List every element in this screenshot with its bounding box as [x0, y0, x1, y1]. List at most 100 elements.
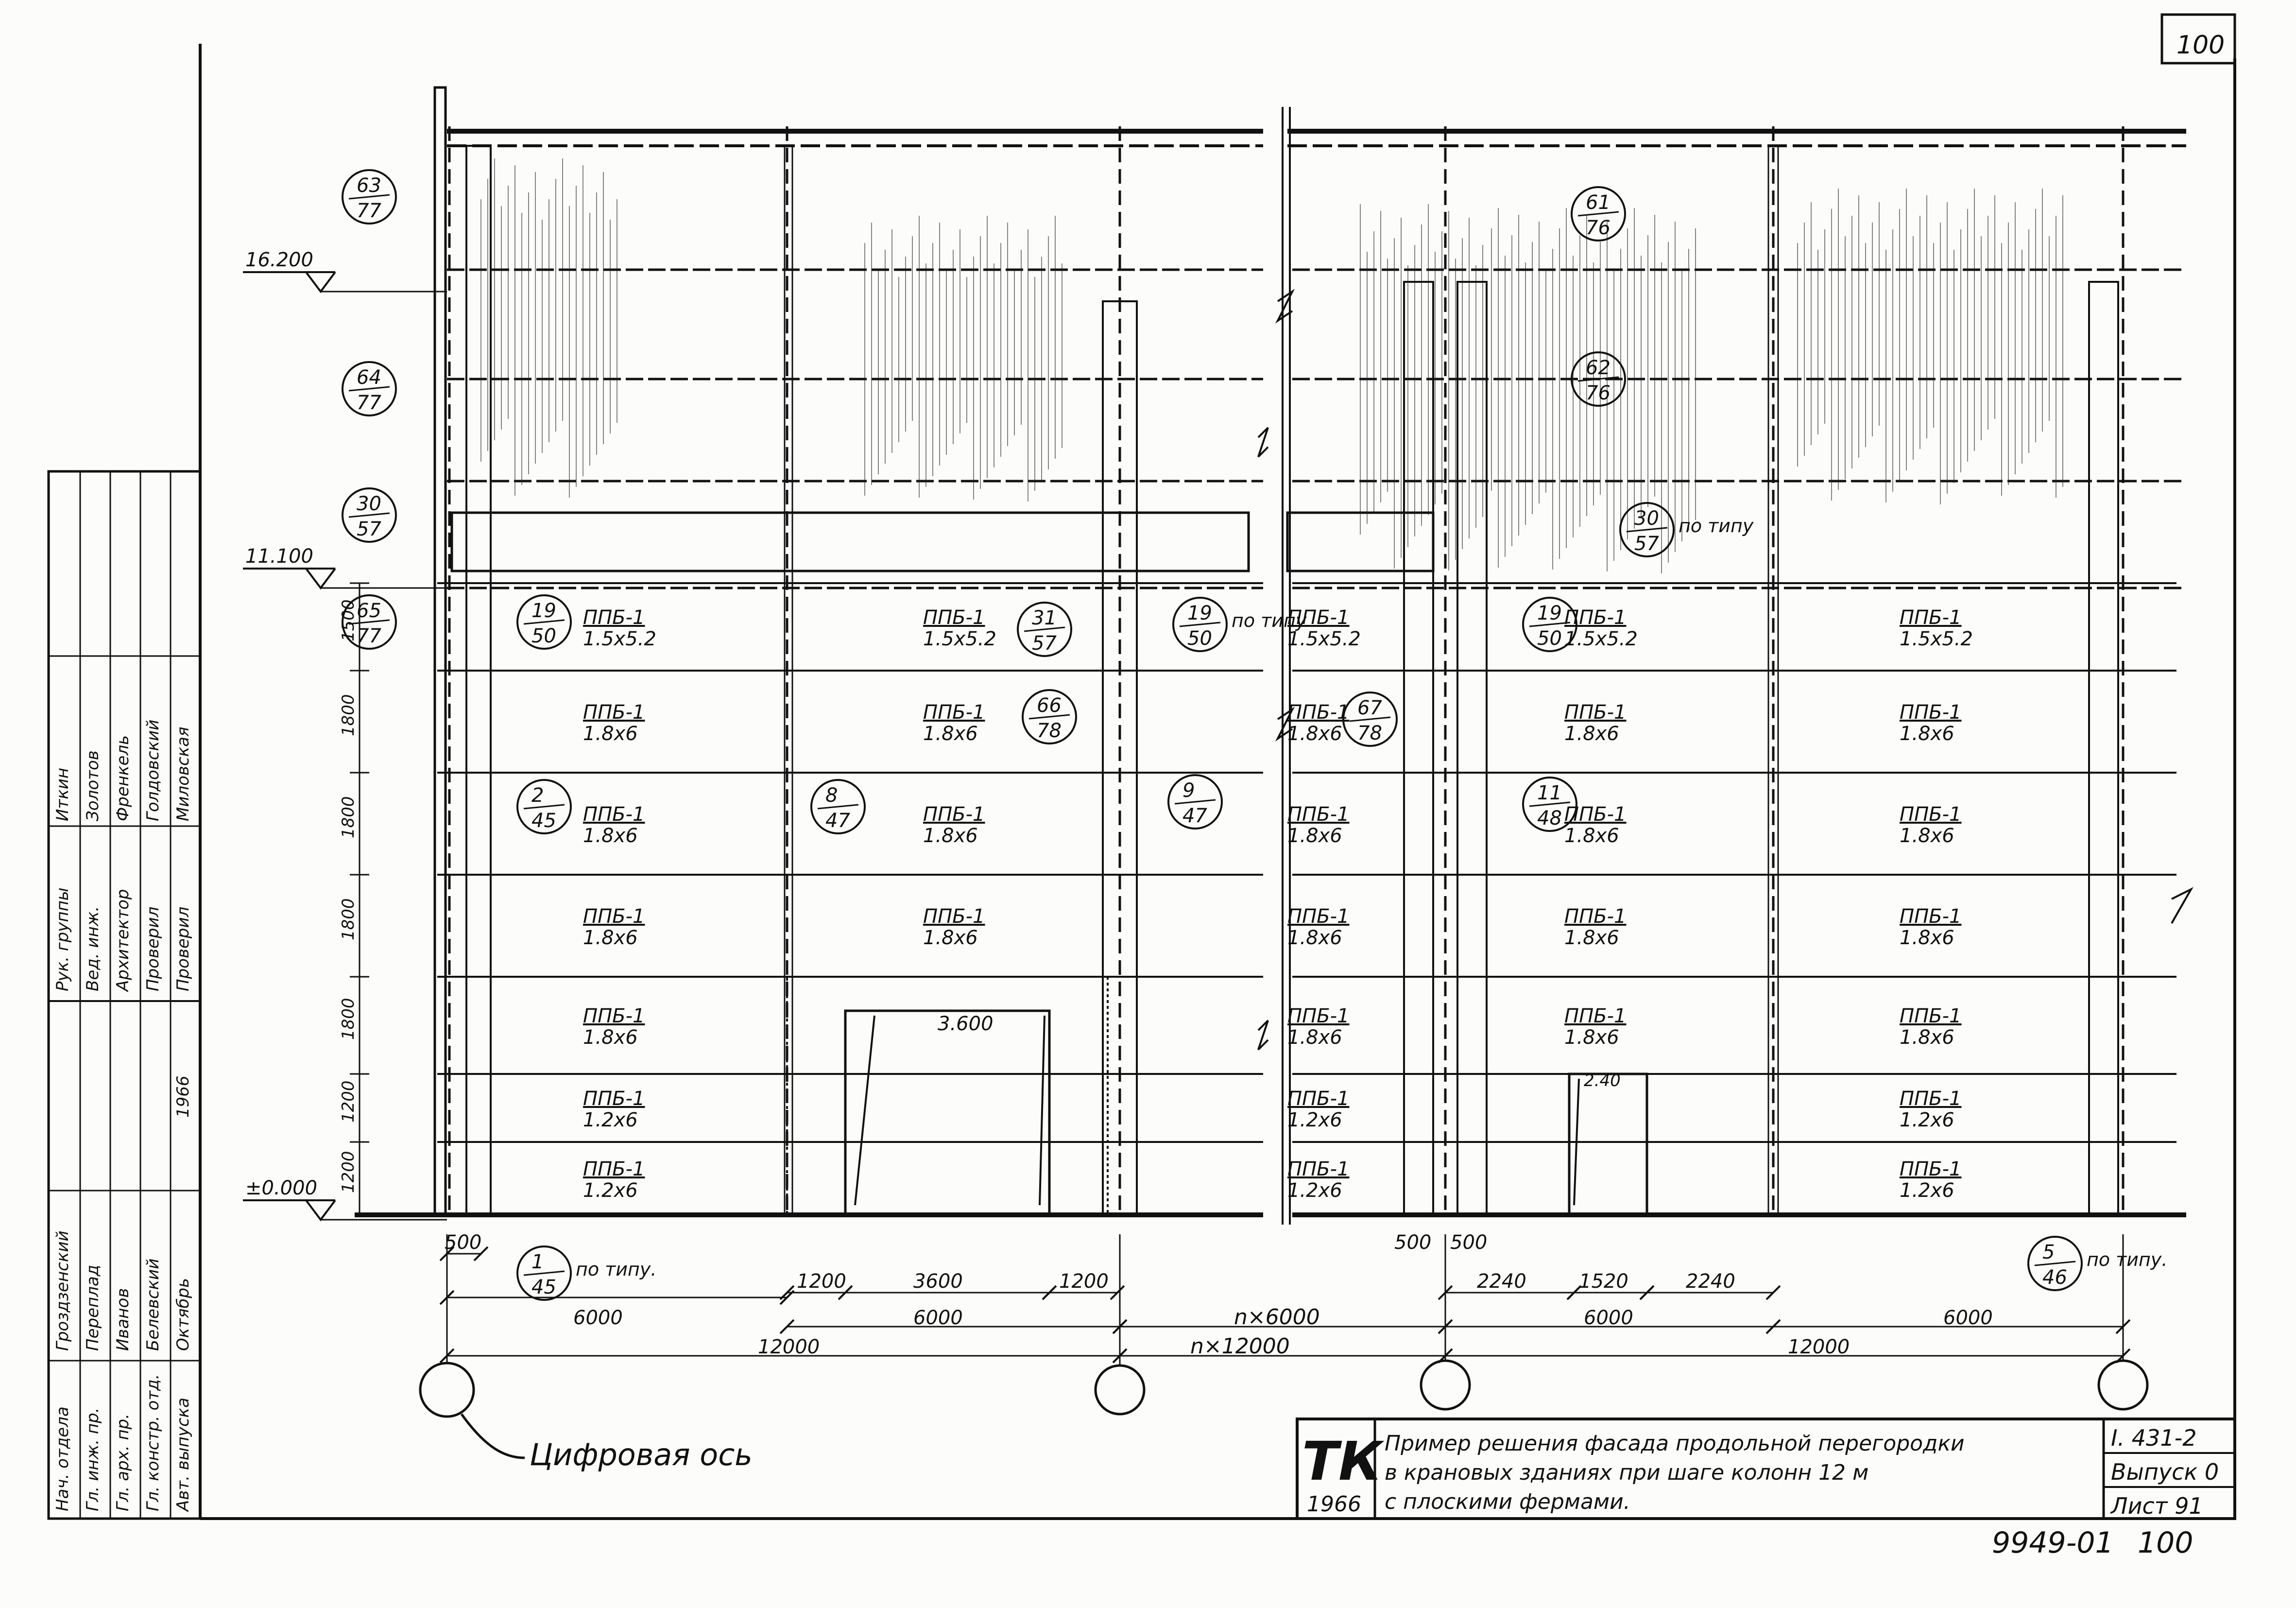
panel-name: ППБ-1 — [1287, 1158, 1349, 1180]
panel-name: ППБ-1 — [923, 905, 985, 928]
callout-circle — [2027, 1236, 2083, 1291]
callout-top: 19 — [1187, 602, 1212, 624]
title-code: I. 431-2 — [2111, 1425, 2196, 1451]
panel-name: ППБ-1 — [1564, 701, 1626, 724]
panel-name: ППБ-1 — [583, 606, 645, 629]
panel-size: 1.8x6 — [1287, 723, 1342, 745]
panel-size: 1.8x6 — [1900, 723, 1954, 745]
elevation-arrow — [305, 271, 336, 294]
dim-label: 2240 — [1686, 1270, 1735, 1293]
callout-bottom: 76 — [1586, 217, 1611, 239]
stamp-role: Авт. выпуска — [173, 1398, 193, 1512]
dim-label: 6000 — [573, 1307, 623, 1329]
callout-circle — [1172, 597, 1228, 652]
row-height-label: 1200 — [339, 1151, 358, 1193]
dim-label: 500 — [1450, 1231, 1487, 1254]
detail-callout: 847 — [810, 779, 866, 834]
callout-circle — [1571, 351, 1626, 407]
callout-top: 65 — [357, 600, 381, 622]
callout-top: 30 — [357, 493, 381, 515]
stamp-role: Проверил — [143, 907, 163, 991]
dim-label: 1200 — [1059, 1270, 1109, 1293]
panel-size: 1.8x6 — [1564, 723, 1619, 745]
row-height-label: 1800 — [339, 898, 358, 940]
callout-circle — [1167, 774, 1223, 830]
break-lines — [1257, 107, 2194, 1225]
stamp-role: Гл. констр. отд. — [143, 1374, 163, 1511]
callout-circle — [1522, 597, 1577, 652]
callout-divider — [1529, 801, 1571, 807]
stamp-name: Иткин — [53, 768, 72, 821]
callout-bottom: 77 — [357, 392, 381, 414]
callout-divider — [523, 804, 565, 810]
dim-label: n×12000 — [1190, 1334, 1290, 1359]
dim-label: 500 — [1394, 1231, 1431, 1254]
dim-label: 6000 — [1584, 1307, 1633, 1329]
callout-bottom: 46 — [2042, 1266, 2067, 1289]
panel-size: 1.5x5.2 — [1287, 628, 1361, 650]
title-line-3: с плоскими фермами. — [1385, 1489, 1630, 1514]
callout-divider — [1179, 622, 1221, 627]
panel-name: ППБ-1 — [923, 701, 985, 724]
panel-name: ППБ-1 — [923, 803, 985, 826]
panel-name: ППБ-1 — [583, 905, 645, 928]
column-left — [465, 145, 492, 1216]
panel-name: ППБ-1 — [1900, 905, 1961, 928]
opening-mark-3600: 3.600 — [938, 1013, 994, 1035]
callout-divider — [348, 194, 390, 200]
callout-bottom: 57 — [1634, 533, 1659, 555]
panel-size: 1.2x6 — [1287, 1109, 1342, 1131]
stamp-name: Белевский — [143, 1259, 163, 1351]
callout-top: 63 — [357, 174, 381, 197]
panel-size: 1.2x6 — [583, 1109, 638, 1131]
panel-size: 1.5x5.2 — [583, 628, 656, 650]
panel-name: ППБ-1 — [583, 1158, 645, 1180]
dim-label: n×6000 — [1234, 1305, 1320, 1330]
panel-size: 1.8x6 — [1564, 825, 1619, 847]
callout-top: 19 — [1537, 602, 1562, 624]
elevation-arrow — [305, 568, 336, 590]
panel-size: 1.8x6 — [1287, 1026, 1342, 1049]
panel-size: 1.8x6 — [1900, 927, 1954, 949]
row-height-label: 1800 — [339, 998, 358, 1040]
panel-name: ППБ-1 — [1900, 701, 1961, 724]
callout-top: 11 — [1537, 782, 1562, 804]
panel-name: ППБ-1 — [1287, 905, 1349, 928]
dim-tick — [1765, 1285, 1781, 1300]
door-opening-left — [786, 976, 1109, 1216]
title-line-1: Пример решения фасада продольной перегор… — [1385, 1431, 1965, 1456]
callout-bottom: 50 — [1537, 627, 1562, 650]
panel-size: 1.8x6 — [1900, 825, 1954, 847]
callout-bottom: 78 — [1357, 722, 1382, 744]
callout-circle — [1571, 186, 1626, 242]
crane-beam — [450, 511, 1250, 572]
callout-circle — [1619, 502, 1675, 557]
elevation-arrow — [305, 1199, 336, 1222]
column-web — [784, 145, 793, 1216]
stamp-name: Голдовский — [143, 720, 163, 821]
callout-top: 31 — [1032, 607, 1057, 629]
callout-divider — [1024, 626, 1065, 632]
callout-bottom: 77 — [357, 625, 381, 647]
callout-note: по типу — [1232, 610, 1307, 631]
callout-bottom: 78 — [1037, 720, 1062, 742]
callout-divider — [1349, 716, 1391, 722]
callout-top: 8 — [825, 784, 838, 807]
callout-bottom: 57 — [357, 518, 381, 540]
dim-label: 2240 — [1477, 1270, 1526, 1293]
callout-divider — [2034, 1261, 2076, 1266]
panel-size: 1.8x6 — [1287, 825, 1342, 847]
panel-size: 1.2x6 — [1900, 1179, 1954, 1202]
dim-label: 12000 — [1788, 1336, 1850, 1358]
panel-size: 1.2x6 — [1900, 1109, 1954, 1131]
callout-circle — [1522, 777, 1577, 832]
dim-label: 3600 — [913, 1270, 963, 1293]
